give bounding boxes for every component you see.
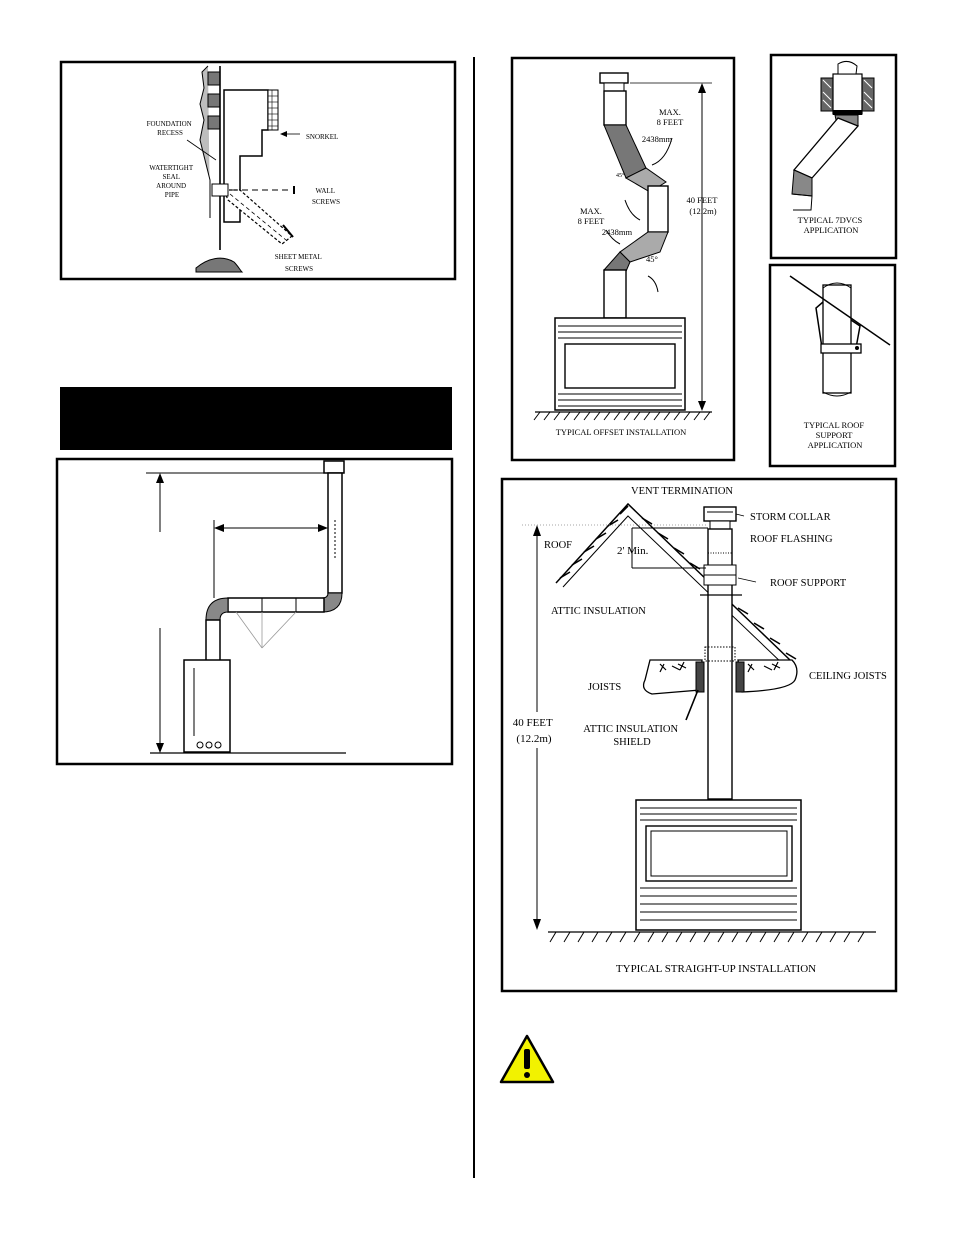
straight-caption: TYPICAL STRAIGHT-UP INSTALLATION [616,963,816,975]
attic-insulation-label: ATTIC INSULATION [551,606,646,617]
offset-max-label-2: MAX. 8 FEET 2438mm [578,206,633,237]
offset-angle-small: 45° [616,172,625,179]
offset-max-label-1: MAX. 8 FEET 2438mm [642,107,685,144]
warning-triangle-icon [499,1034,555,1084]
straight-height-label: 40 FEET (12.2m) [513,717,556,745]
ceiling-joists-label: CEILING JOISTS [809,671,887,682]
watertight-seal-label: WATERTIGHT SEAL AROUND PIPE [149,164,195,199]
section-heading-bar [60,387,452,450]
min-clearance-label: 2' Min. [617,545,649,557]
wall-screws-label: WALL SCREWS [312,187,340,206]
roof-support-caption: TYPICAL ROOF SUPPORT APPLICATION [804,420,867,450]
dvcs-application-diagram: TYPICAL 7DVCS APPLICATION [769,53,898,260]
insulation-shield-label: ATTIC INSULATION SHIELD [583,724,680,748]
storm-collar-label: STORM COLLAR [750,512,831,523]
roof-flashing-label: ROOF FLASHING [750,534,833,545]
vent-termination-label: VENT TERMINATION [631,486,733,497]
roof-support-diagram: TYPICAL ROOF SUPPORT APPLICATION [768,263,897,468]
offset-height-label: 40 FEET (12.2m) [687,195,720,216]
offset-angle-label: 45° [646,254,658,264]
foundation-recess-label: FOUNDATION RECESS [147,120,194,137]
sheet-metal-screws-label: SHEET METAL SCREWS [275,253,323,273]
foundation-snorkel-diagram: FOUNDATION RECESS WATERTIGHT SEAL AROUND… [59,60,457,281]
roof-label: ROOF [544,540,572,551]
offset-caption: TYPICAL OFFSET INSTALLATION [556,427,687,437]
joists-label: JOISTS [588,682,621,693]
straight-up-installation-diagram: VENT TERMINATION STORM COLLAR ROOF 2' Mi… [500,477,898,993]
offset-installation-diagram: MAX. 8 FEET 2438mm 45° MAX. 8 FEET 2438m… [510,56,736,462]
dvcs-caption: TYPICAL 7DVCS APPLICATION [798,215,865,235]
horizontal-run-diagram [55,457,454,766]
snorkel-label: SNORKEL [306,133,338,141]
roof-support-label: ROOF SUPPORT [770,578,847,589]
